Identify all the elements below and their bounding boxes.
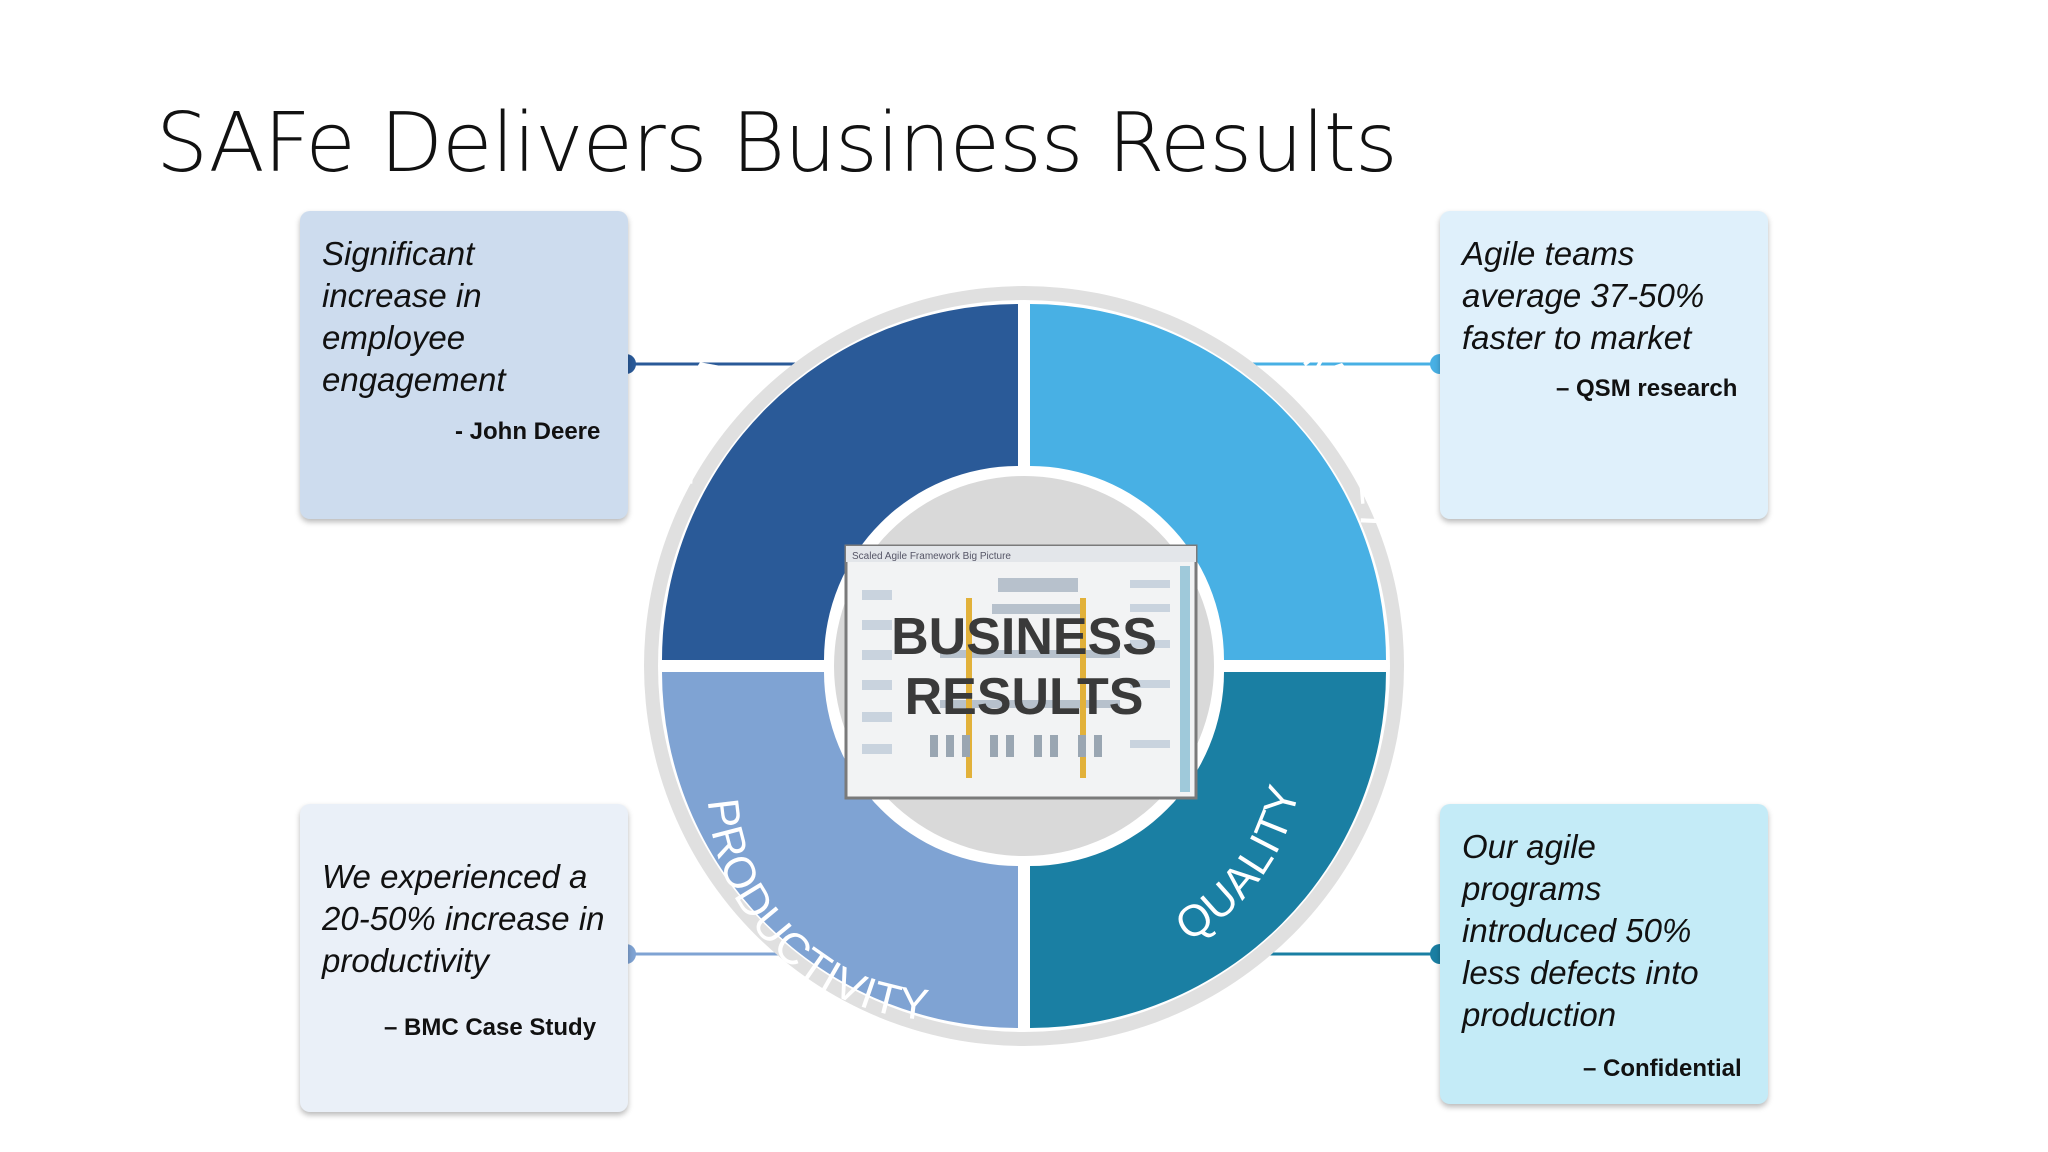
quadrant-engagement xyxy=(662,304,1018,660)
card-productivity-source: – BMC Case Study xyxy=(384,1014,597,1041)
card-quality: Our agile programs introduced 50% less d… xyxy=(1440,804,1768,1104)
card-productivity: We experienced a 20-50% increase in prod… xyxy=(300,804,628,1112)
card-quality-quote: Our agile programs introduced 50% less d… xyxy=(1462,828,1699,1033)
card-time-to-market-source: – QSM research xyxy=(1556,375,1738,402)
big-picture-image: Scaled Agile Framework Big Picture xyxy=(844,544,1198,800)
card-productivity-quote: We experienced a 20-50% increase in prod… xyxy=(322,858,605,979)
quadrant-time-to-market xyxy=(1030,304,1386,660)
card-time-to-market: Agile teams average 37-50% faster to mar… xyxy=(1440,211,1768,519)
card-engagement-source: - John Deere xyxy=(455,418,601,445)
card-engagement: Significant increase in employee engagem… xyxy=(300,211,628,519)
card-time-to-market-quote: Agile teams average 37-50% faster to mar… xyxy=(1462,235,1705,356)
card-engagement-quote: Significant increase in employee engagem… xyxy=(322,235,506,398)
center-label-line2: RESULTS xyxy=(905,668,1144,726)
center-label-line1: BUSINESS xyxy=(891,608,1157,666)
quadrant-quality xyxy=(1030,672,1386,1028)
slide-title: SAFe Delivers Business Results xyxy=(156,96,1398,191)
card-quality-source: – Confidential xyxy=(1583,1055,1742,1082)
quadrant-productivity xyxy=(662,672,1018,1028)
big-picture-caption: Scaled Agile Framework Big Picture xyxy=(852,551,1011,562)
